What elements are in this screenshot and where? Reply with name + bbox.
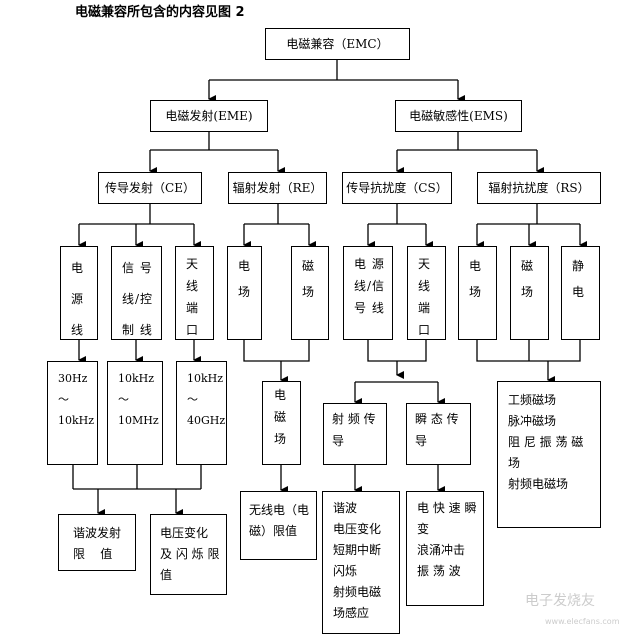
box-text-line: 电 快 速 瞬 [417,501,477,515]
box-text-line: 导 [332,434,345,448]
box-text-line: 线 [418,279,435,293]
magnetic-field-box: 磁场 [291,246,329,340]
box-text-line: 射 频 传 [332,412,376,426]
cs-rf-phenomena-box: 谐波电压变化短期中断闪烁射频电磁场感应 [322,491,400,634]
re-box: 辐射发射（RE） [228,172,327,204]
freq-range-box-2: 10kHz ～ 10MHz [107,361,163,465]
box-text-line: 号 线 [354,301,385,315]
box-text-line: 闪烁 [333,564,358,578]
box-text-line: 变 [417,522,430,536]
cs-box: 传导抗扰度（CS） [342,172,452,204]
box-text-line: 10MHz [118,414,159,427]
emc-box: 电磁兼容（EMC） [265,28,410,60]
box-text-line: 电压变化 [160,526,209,540]
box-text-line: 场 [469,285,486,299]
figure-caption: 电磁兼容所包含的内容见图 2 [75,5,245,20]
signal-control-line-box: 信 号线/控制 线 [111,246,162,340]
box-text-line: 静 [572,259,589,273]
box-text-line: 10kHz [58,414,95,427]
eme-box: 电磁发射(EME) [150,100,268,132]
box-text-line: 阻 尼 振 荡 磁 [508,435,584,449]
box-text-line: 天 [186,257,203,271]
box-text-line: 线/信 [354,279,386,293]
box-text-line: 电 [469,259,486,273]
box-text-line: 30Hz [58,372,88,385]
box-text-line: 电 [238,259,255,273]
electric-field-box-rs: 电场 [458,246,497,340]
box-text-line: 10kHz [187,372,224,385]
box-text-line: 电压变化 [333,522,382,536]
electric-field-box: 电场 [227,246,262,340]
ems-box: 电磁敏感性(EMS) [395,100,522,132]
box-text-line: 谐波 [333,501,358,515]
box-text-line: 瞬 态 传 [415,412,459,426]
box-text-line: 谐波发射 [73,526,122,540]
box-text-line: 场 [302,285,319,299]
box-text-line: 脉冲磁场 [508,414,557,428]
box-text-line: 场 [238,285,255,299]
box-text-line: 线 [186,279,203,293]
power-signal-line-box: 电 源线/信号 线 [343,246,393,340]
em-field-box: 电磁场 [262,381,301,465]
box-text-line: 及 闪 烁 限 [160,547,220,561]
cs-transient-phenomena-box: 电 快 速 瞬变浪涌冲击振 荡 波 [406,491,484,606]
antenna-port-box-cs: 天线端口 [407,246,446,340]
box-text-line: 端 [186,301,203,315]
box-text-line: 射频电磁 [333,585,382,599]
box-text-line: 场 [274,432,287,446]
box-text-line: 天 [418,257,435,271]
box-text-line: 场感应 [333,606,370,620]
power-line-box: 电源线 [60,246,98,340]
box-text-line: 值 [160,568,173,582]
box-text-line: 射频电磁场 [508,477,569,491]
radio-limit-box: 无线电（电磁）限值 [240,491,317,560]
box-text-line: 工频磁场 [508,393,557,407]
box-text-line: 信 号 [122,261,153,275]
antenna-port-box: 天线端口 [175,246,214,340]
box-text-line: ～ [118,393,129,406]
box-text-line: 短期中断 [333,543,382,557]
box-text-line: 导 [415,434,428,448]
box-text-line: 电 [71,261,88,275]
box-text-line: 限 值 [73,547,113,561]
box-text-line: 浪涌冲击 [417,543,466,557]
box-text-line: 口 [186,323,203,337]
box-text-line: ～ [58,393,69,406]
watermark-url: www.elecfans.com [545,617,620,626]
ce-box: 传导发射（CE） [98,172,202,204]
box-text-line: 磁 [274,410,287,424]
box-text-line: 电 源 [354,257,385,271]
rs-box: 辐射抗扰度（RS） [477,172,601,204]
magnetic-field-box-rs: 磁场 [510,246,549,340]
box-text-line: 源 [71,292,88,306]
box-text-line: 40GHz [187,414,226,427]
box-text-line: 制 线 [122,323,153,337]
box-text-line: 线 [71,323,88,337]
freq-range-box-1: 30Hz ～ 10kHz [47,361,98,465]
box-text-line: 电 [274,388,287,402]
box-text-line: 端 [418,301,435,315]
freq-range-box-3: 10kHz ～ 40GHz [176,361,227,465]
transient-conducted-box: 瞬 态 传导 [406,403,471,465]
watermark-logo: 电子发烧友 [525,593,595,609]
box-text-line: 电 [572,285,589,299]
voltage-flicker-limit-box: 电压变化及 闪 烁 限值 [150,514,227,595]
box-text-line: 磁 [302,259,319,273]
box-text-line: 磁 [521,259,538,273]
box-text-line: 无线电（电 [249,503,310,517]
box-text-line: 口 [418,323,435,337]
box-text-line: ～ [187,393,198,406]
box-text-line: 磁）限值 [249,524,298,538]
electrostatic-box: 静电 [561,246,600,340]
box-text-line: 线/控 [122,292,154,306]
rf-conducted-box: 射 频 传导 [323,403,387,465]
box-text-line: 振 荡 波 [417,564,461,578]
box-text-line: 场 [521,285,538,299]
box-text-line: 场 [508,456,521,470]
harmonic-emission-limit-box: 谐波发射限 值 [58,514,136,571]
rs-phenomena-box: 工频磁场脉冲磁场阻 尼 振 荡 磁场射频电磁场 [497,381,601,528]
box-text-line: 10kHz [118,372,155,385]
